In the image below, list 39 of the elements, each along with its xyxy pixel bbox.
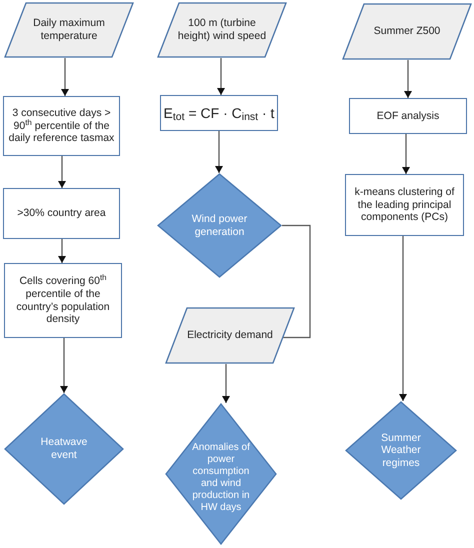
input-parallelogram: [4, 2, 134, 58]
arrow: [60, 338, 68, 393]
arrow: [58, 239, 66, 263]
input-parallelogram: [342, 3, 472, 60]
node-text: 100 m (turbine height) wind speed: [177, 17, 267, 43]
arrow: [402, 134, 410, 174]
node-text: Anomalies of power consumption and wind production in HW days: [191, 442, 251, 514]
arrow: [399, 236, 407, 401]
node-text: k-means clustering of the leading principal components (PCs): [354, 186, 456, 224]
input-parallelogram: [157, 2, 287, 58]
node-text: Summer Z500: [374, 25, 440, 38]
node-text: Wind power generation: [190, 212, 248, 238]
output-diamond: [157, 173, 282, 278]
output-diamond: [4, 393, 124, 505]
node-text: >30% country area: [17, 207, 106, 220]
process-box: [160, 95, 278, 131]
node-text: Summer Weather regimes: [380, 432, 422, 470]
process-box: [3, 96, 120, 156]
arrow: [61, 58, 69, 96]
arrow: [58, 156, 66, 188]
process-box: [3, 188, 120, 239]
output-diamond: [345, 401, 457, 500]
process-box: [349, 98, 467, 134]
node-text: 3 consecutive days > 90$^{th}$ percentile of the daily reference tasmax: [8, 107, 116, 145]
arrow: [215, 131, 223, 173]
node-text: Heatwave event: [40, 436, 88, 462]
output-diamond: [165, 403, 277, 545]
process-box: [345, 174, 464, 236]
arrow: [217, 58, 225, 95]
arrow: [404, 60, 412, 98]
arrow: [222, 364, 230, 403]
node-text: E$_{tot}$ = CF · C$_{inst}$ · t: [164, 104, 274, 122]
process-box: [4, 263, 122, 338]
connector-line: [282, 224, 311, 338]
node-text: Daily maximum temperature: [32, 17, 106, 43]
node-text: EOF analysis: [376, 110, 440, 122]
input-parallelogram: [165, 307, 295, 364]
node-text: Electricity demand: [187, 329, 273, 342]
node-text: Cells covering 60$^{th}$ percentile of the country’s population density: [15, 275, 111, 326]
